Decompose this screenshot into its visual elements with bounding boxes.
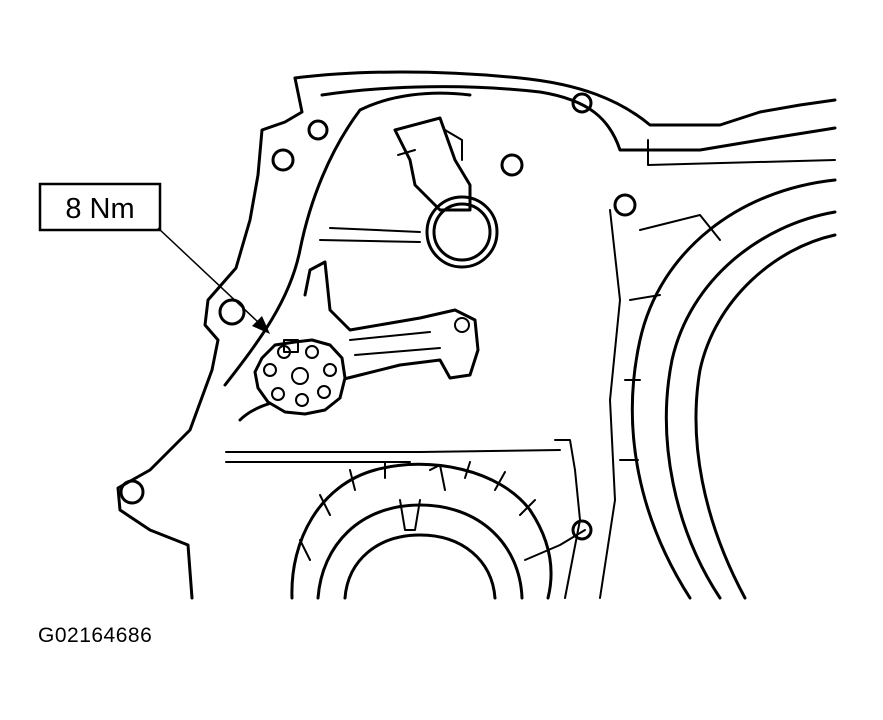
callout-arrowhead — [252, 316, 270, 334]
tensioner-arm — [303, 260, 480, 382]
lower-pulley — [290, 439, 586, 600]
right-circular-opening — [599, 178, 837, 600]
torque-callout: 8 Nm — [38, 182, 270, 334]
callout-box — [38, 182, 162, 232]
callout-leader — [157, 227, 259, 323]
callout-label: 8 Nm — [65, 193, 134, 225]
gear-bolt-head — [253, 338, 347, 416]
figure-id: G02164686 — [38, 624, 153, 647]
upper-bracket — [319, 116, 499, 269]
bolt-bosses — [119, 92, 637, 541]
